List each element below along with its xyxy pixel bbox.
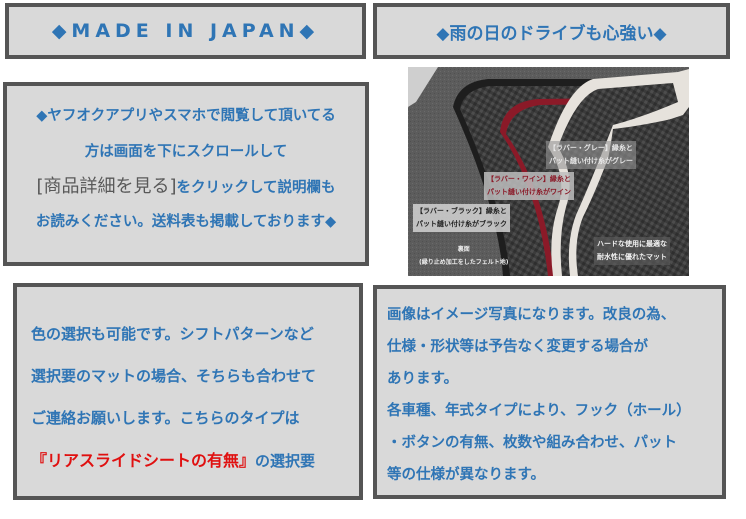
label-line: 【ラバー・ブラック】縁糸と	[416, 207, 507, 215]
rainy-day-banner: ◆雨の日のドライブも心強い◆	[373, 3, 730, 59]
color-notice-line-3: ご連絡お願いします。こちらのタイプは	[31, 409, 300, 427]
label-hard-use: ハードな使用に最適な 耐水性に優れたマット	[594, 237, 670, 265]
product-details-link-text: [商品詳細を見る]	[36, 176, 177, 197]
notice-line-3-rest: をクリックして説明欄も	[176, 180, 336, 196]
disclaimer-line: 仕様・形状等は予告なく変更する場合が	[387, 339, 648, 355]
label-line: 耐水性に優れたマット	[597, 253, 667, 261]
label-line: 裏面	[457, 246, 470, 253]
label-line: パット縫い付け糸がワイン	[487, 188, 571, 196]
color-notice-line-4: 『リアスライドシートの有無』の選択要	[31, 447, 315, 471]
disclaimer-line: ・ボタンの有無、枚数や組み合わせ、パット	[387, 435, 677, 451]
color-notice-line-1: 色の選択も可能です。シフトパターンなど	[31, 325, 314, 343]
label-line: 【ラバー・グレー】縁糸と	[549, 144, 633, 152]
disclaimer-line: あります。	[387, 371, 459, 387]
label-line: パット縫い付け糸がグレー	[549, 157, 633, 165]
disclaimer-line: 等の仕様が異なります。	[387, 467, 546, 483]
banner-text: ◆MADE IN JAPAN◆	[51, 20, 320, 42]
notice-line-1: ◆ヤフオクアプリやスマホで閲覧して頂いてる	[36, 108, 336, 124]
color-notice-line-4-rest: の選択要	[255, 452, 316, 470]
label-back-side: 裏面 (縁り止め加工をしたフェルト地)	[416, 242, 512, 270]
notice-line-3: [商品詳細を見る]をクリックして説明欄も	[7, 172, 365, 198]
banner-text: ◆雨の日のドライブも心強い◆	[436, 23, 667, 44]
label-rubber-gray: 【ラバー・グレー】縁糸と パット縫い付け糸がグレー	[546, 141, 636, 169]
label-line: ハードな使用に最適な	[597, 240, 667, 248]
label-line: 【ラバー・ワイン】縁糸と	[487, 175, 571, 183]
floor-mat-photo: 【ラバー・グレー】縁糸と パット縫い付け糸がグレー 【ラバー・ワイン】縁糸と パ…	[408, 67, 689, 276]
app-viewing-notice: ◆ヤフオクアプリやスマホで閲覧して頂いてる 方は画面を下にスクロールして [商品…	[3, 82, 369, 266]
color-selection-notice: 色の選択も可能です。シフトパターンなど 選択要のマットの場合、そちらも合わせて …	[13, 283, 363, 500]
color-notice-line-2: 選択要のマットの場合、そちらも合わせて	[31, 367, 317, 385]
label-rubber-wine: 【ラバー・ワイン】縁糸と パット縫い付け糸がワイン	[484, 172, 574, 200]
disclaimer-line: 各車種、年式タイプにより、フック（ホール）	[387, 403, 691, 419]
label-rubber-black: 【ラバー・ブラック】縁糸と パット縫い付け糸がブラック	[413, 204, 510, 232]
label-line: パット縫い付け糸がブラック	[416, 220, 507, 228]
label-line: (縁り止め加工をしたフェルト地)	[419, 259, 509, 266]
notice-line-4: お読みください。送料表も掲載しております◆	[35, 214, 337, 230]
rear-slide-seat-highlight: 『リアスライドシートの有無』	[31, 451, 256, 470]
image-disclaimer: 画像はイメージ写真になります。改良の為、 仕様・形状等は予告なく変更する場合が …	[373, 285, 726, 499]
disclaimer-line: 画像はイメージ写真になります。改良の為、	[387, 307, 676, 323]
notice-line-2: 方は画面を下にスクロールして	[84, 144, 288, 160]
made-in-japan-banner: ◆MADE IN JAPAN◆	[5, 3, 366, 59]
